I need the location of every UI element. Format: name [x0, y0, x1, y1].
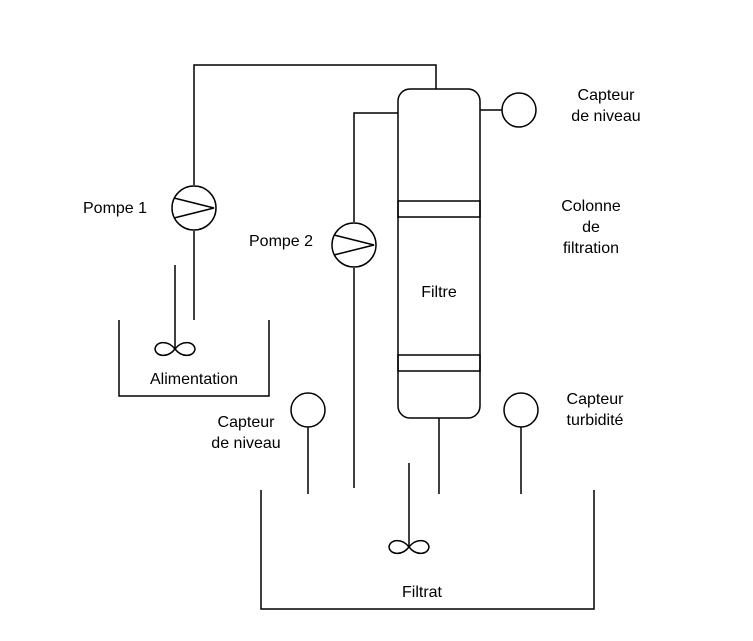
sensor-circle-icon [503, 392, 539, 494]
level-sensor-top-label: Capteur de niveau [556, 85, 656, 127]
level-sensor-bottom-label: Capteur de niveau [196, 412, 296, 454]
filter-band-top [397, 200, 481, 218]
pump2-label: Pompe 2 [249, 233, 314, 250]
feed-tank [118, 320, 270, 397]
turbidity-sensor-label-line1: Capteur [566, 391, 624, 408]
filtration-column [397, 88, 481, 419]
pump-icon [171, 185, 217, 231]
filtrate-tank [260, 490, 595, 610]
pipe-pump1-to-column [193, 64, 437, 185]
level-sensor-bottom-label-line1: Capteur [217, 414, 275, 431]
stirrer-icon [388, 463, 430, 555]
filter-label: Filtre [421, 284, 457, 301]
filter-band-bottom [397, 354, 481, 372]
column-label-line1: Colonne [561, 198, 621, 215]
column-label: Colonne de filtration [541, 196, 641, 259]
pump-icon [331, 222, 377, 268]
sensor-circle-icon [480, 92, 537, 128]
turbidity-sensor-label-line2: turbidité [566, 412, 624, 429]
level-sensor-top-label-line2: de niveau [571, 108, 641, 125]
filtrate-tank-label: Filtrat [402, 584, 442, 601]
column-label-line3: filtration [562, 240, 620, 257]
pump1-label: Pompe 1 [83, 200, 148, 217]
stirrer-icon [154, 265, 196, 357]
sensor-circle-icon [290, 392, 326, 494]
pipe-pump2-to-column [353, 112, 398, 222]
column-label-line2: de [582, 219, 600, 236]
feed-tank-label: Alimentation [149, 371, 239, 388]
level-sensor-bottom-label-line2: de niveau [211, 435, 281, 452]
level-sensor-top-label-line1: Capteur [577, 87, 635, 104]
turbidity-sensor-label: Capteur turbidité [545, 389, 645, 431]
